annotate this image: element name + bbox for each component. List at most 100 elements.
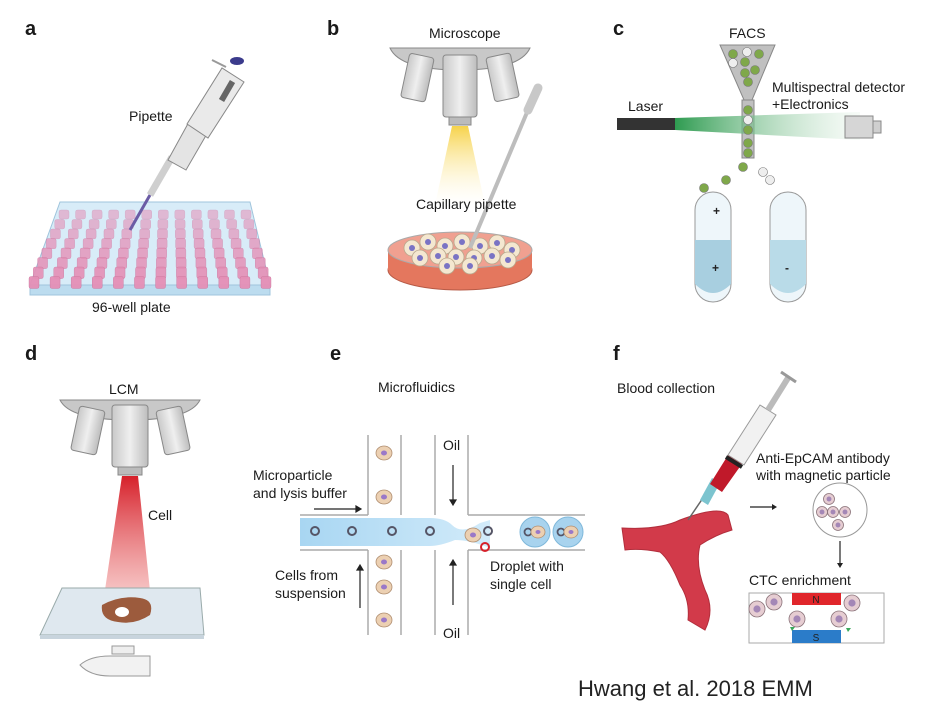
well xyxy=(252,247,263,259)
cell-nucleus xyxy=(459,239,465,245)
cell-nucleus xyxy=(477,243,483,249)
cell-nucleus xyxy=(753,605,761,613)
cell-nucleus xyxy=(442,243,448,249)
label-cell: Cell xyxy=(148,507,173,523)
detector-icon xyxy=(844,115,882,139)
sorted-cell xyxy=(758,167,768,177)
label-oil-top: Oil xyxy=(443,437,461,453)
tube-positive xyxy=(694,191,732,303)
well xyxy=(101,238,112,249)
magnet-north xyxy=(792,593,841,605)
sorted-cell xyxy=(699,183,709,193)
syringe-icon xyxy=(687,370,797,521)
label-droplet-line2: single cell xyxy=(490,576,552,592)
well xyxy=(75,209,86,220)
label-cells-line2: suspension xyxy=(275,585,346,601)
label-laser: Laser xyxy=(628,98,664,114)
magnet-north-label: N xyxy=(812,595,819,606)
cell-nucleus xyxy=(826,496,832,502)
sorted-cell xyxy=(750,65,760,75)
light-beam xyxy=(435,126,485,205)
well xyxy=(212,238,223,249)
magnet-south-label: S xyxy=(813,633,820,644)
well xyxy=(213,247,225,259)
sorted-cell xyxy=(742,47,752,57)
laser-source xyxy=(617,118,675,130)
well xyxy=(207,209,219,220)
well xyxy=(140,219,151,230)
panel-letter-b: b xyxy=(327,18,340,40)
panel-letter-c: c xyxy=(613,18,625,40)
well xyxy=(103,228,115,240)
well xyxy=(138,238,149,249)
sorted-cell xyxy=(743,138,753,148)
cell-nucleus xyxy=(494,240,500,246)
well xyxy=(139,228,150,240)
well xyxy=(194,247,206,259)
well xyxy=(230,238,242,249)
panel-f-illustration: N S xyxy=(621,370,885,644)
label-microparticle-line2: and lysis buffer xyxy=(253,485,347,501)
well xyxy=(70,276,82,289)
title-lcm: LCM xyxy=(109,381,139,397)
cell-nucleus xyxy=(409,245,415,251)
cell-nucleus xyxy=(505,257,511,263)
well xyxy=(60,247,72,259)
cell-nucleus xyxy=(444,263,450,269)
well xyxy=(157,219,169,230)
capillary-pipette-icon xyxy=(468,83,543,249)
panel-d-illustration xyxy=(39,399,205,677)
well xyxy=(68,228,79,240)
well xyxy=(224,209,235,220)
panel-letter-f: f xyxy=(613,343,620,365)
well xyxy=(157,228,168,240)
well xyxy=(175,228,186,240)
well xyxy=(85,228,97,240)
well xyxy=(45,238,57,249)
microparticle xyxy=(347,526,357,536)
cell-nucleus xyxy=(848,599,856,607)
sorted-cell xyxy=(743,115,753,125)
label-detector-line2: +Electronics xyxy=(772,96,849,112)
culture-dish xyxy=(387,231,533,291)
well xyxy=(260,276,272,289)
well xyxy=(121,228,133,240)
well xyxy=(249,238,260,249)
sorted-cell xyxy=(740,57,750,67)
cell-nucleus xyxy=(435,253,441,259)
cell-nucleus xyxy=(830,509,836,515)
magnet-south xyxy=(792,630,841,643)
well xyxy=(141,209,152,220)
cell-nucleus xyxy=(819,509,825,515)
laser-beam xyxy=(675,112,860,140)
well xyxy=(113,276,124,289)
well xyxy=(155,276,166,289)
cell-nucleus xyxy=(453,254,459,260)
well xyxy=(228,228,240,240)
well xyxy=(209,219,220,230)
cell-nucleus xyxy=(842,509,848,515)
panel-c-illustration: + + - xyxy=(617,44,882,303)
well xyxy=(233,247,244,259)
sorted-cell xyxy=(740,68,750,78)
well xyxy=(108,209,119,220)
well xyxy=(50,228,61,240)
panel-letter-d: d xyxy=(25,343,38,365)
sorted-cell xyxy=(728,49,738,59)
sorted-cell xyxy=(743,148,753,158)
cell-nucleus xyxy=(770,598,778,606)
well xyxy=(197,276,208,289)
cell-nucleus xyxy=(381,450,387,456)
well xyxy=(92,276,103,289)
magnetic-bead xyxy=(790,627,795,631)
label-pipette: Pipette xyxy=(129,108,173,124)
panel-a-illustration xyxy=(28,57,272,296)
cell-nucleus xyxy=(793,615,801,623)
cell-nucleus xyxy=(835,522,841,528)
sorted-cell xyxy=(754,49,764,59)
microparticle xyxy=(425,526,435,536)
well xyxy=(246,228,257,240)
well xyxy=(28,276,40,289)
well xyxy=(106,219,117,230)
well xyxy=(210,228,222,240)
